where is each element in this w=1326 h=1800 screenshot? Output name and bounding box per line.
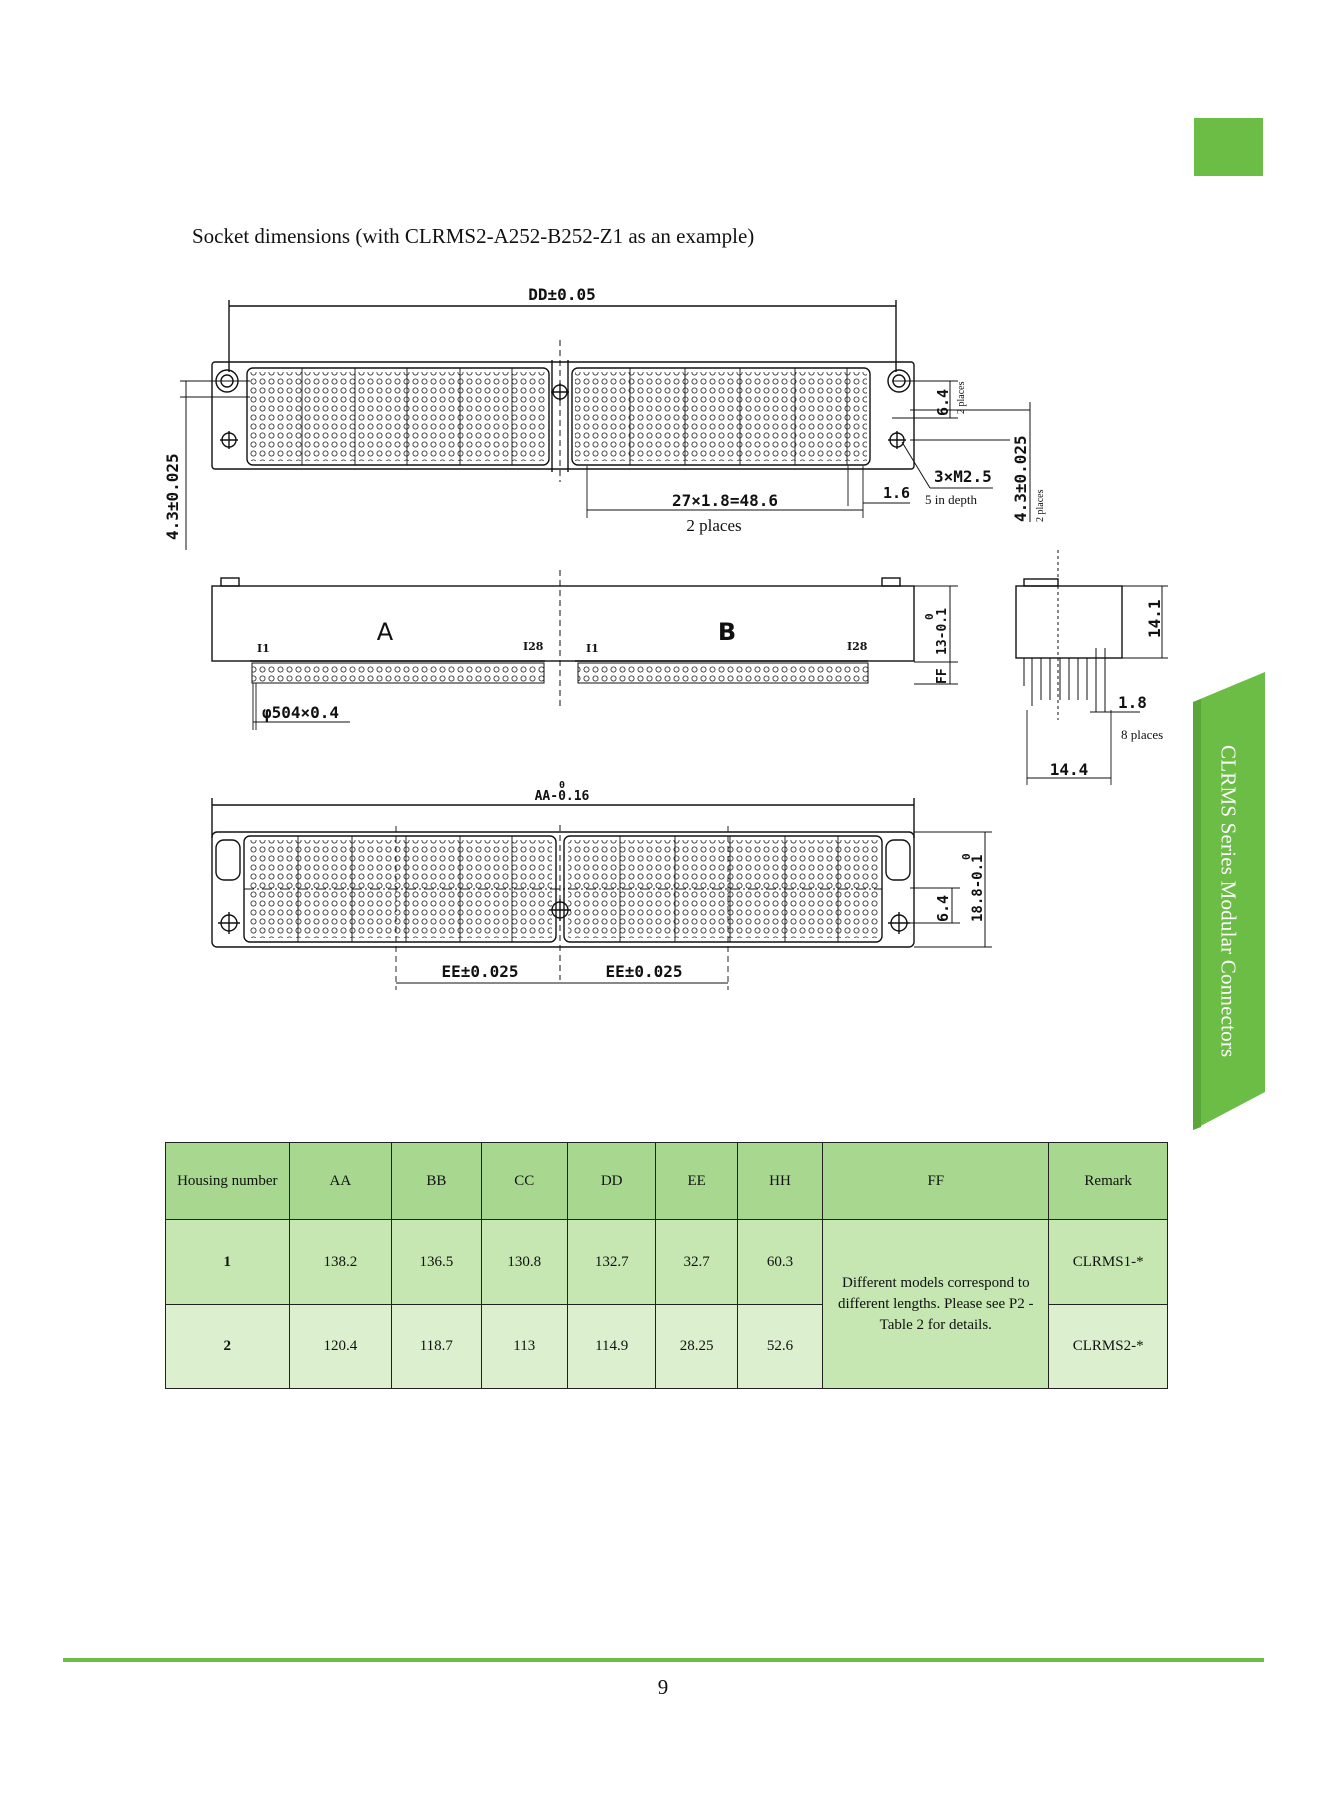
dim-6-4-bottom: 6.4 xyxy=(934,895,952,922)
pin-i28-a: I28 xyxy=(523,640,544,653)
cell-bb: 118.7 xyxy=(391,1304,482,1389)
dim-4-3-left: 4.3±0.025 xyxy=(163,453,182,540)
label-b: B xyxy=(718,618,736,646)
header-remark: Remark xyxy=(1048,1142,1168,1220)
corner-accent-block xyxy=(1194,118,1263,176)
side-tab: CLRMS Series Modular Connectors xyxy=(1190,672,1266,1130)
cell-housing-number: 2 xyxy=(165,1304,290,1389)
dim-dd: DD±0.05 xyxy=(528,285,595,304)
side-tab-text: CLRMS Series Modular Connectors xyxy=(1216,744,1241,1058)
dim-aa-sup: 0 xyxy=(559,780,565,791)
cell-ff-note: Different models correspond to different… xyxy=(822,1219,1050,1389)
header-dd: DD xyxy=(566,1142,657,1220)
cell-hh: 60.3 xyxy=(736,1219,824,1305)
header-housing-number: Housing number xyxy=(165,1142,290,1220)
bottom-view xyxy=(211,798,992,990)
end-view xyxy=(1015,550,1168,785)
pin-i1-a: I1 xyxy=(257,642,270,655)
dim-1-6: 1.6 xyxy=(883,484,910,502)
cell-dd: 132.7 xyxy=(566,1219,657,1305)
dim-18-8-sup: 0 xyxy=(960,853,973,860)
places-2-c: 2 places xyxy=(1035,489,1046,522)
cell-remark: CLRMS2-* xyxy=(1048,1304,1168,1389)
pin-i28-b: I28 xyxy=(847,640,868,653)
header-aa: AA xyxy=(288,1142,393,1220)
places-8: 8 places xyxy=(1121,727,1163,742)
cell-dd: 114.9 xyxy=(566,1304,657,1389)
dim-14-1: 14.1 xyxy=(1145,599,1164,638)
drawing-caption: Socket dimensions (with CLRMS2-A252-B252… xyxy=(192,224,755,248)
side-tab-background xyxy=(1193,672,1265,1130)
dim-phi: φ504×0.4 xyxy=(262,703,339,722)
header-ff: FF xyxy=(822,1142,1050,1220)
places-2-b: 2 places xyxy=(686,516,741,535)
dim-27x1-8: 27×1.8=48.6 xyxy=(672,491,778,510)
dim-13: 13-0.1 xyxy=(935,608,950,655)
top-view xyxy=(180,300,1031,550)
dim-4-3-right: 4.3±0.025 xyxy=(1011,435,1030,522)
places-2-a: 2 places xyxy=(956,381,967,414)
cell-ee: 28.25 xyxy=(655,1304,738,1389)
table-header-row: Housing number AA BB CC DD EE HH FF Rema… xyxy=(165,1142,1168,1220)
label-a: A xyxy=(377,618,394,646)
dim-13-sup: 0 xyxy=(923,613,936,620)
dim-ff: FF xyxy=(935,668,950,684)
dim-ee-left: EE±0.025 xyxy=(441,962,518,981)
dim-14-4: 14.4 xyxy=(1050,760,1089,779)
technical-drawing: DD±0.05 4.3±0.025 6.4 3×M2.5 1.6 27×1.8=… xyxy=(150,260,1180,1040)
dim-aa: AA-0.16 xyxy=(535,789,590,804)
header-hh: HH xyxy=(736,1142,824,1220)
side-view xyxy=(211,570,958,730)
cell-bb: 136.5 xyxy=(391,1219,482,1305)
cell-aa: 120.4 xyxy=(288,1304,393,1389)
cell-hh: 52.6 xyxy=(736,1304,824,1389)
cell-ee: 32.7 xyxy=(655,1219,738,1305)
cell-cc: 113 xyxy=(480,1304,568,1389)
footer-divider xyxy=(63,1658,1264,1662)
dimension-table: Housing number AA BB CC DD EE HH FF Rema… xyxy=(165,1142,1168,1389)
cell-remark: CLRMS1-* xyxy=(1048,1219,1168,1305)
table-row: 1 138.2 136.5 130.8 132.7 32.7 60.3 Diff… xyxy=(165,1219,1168,1389)
table-row: 2 120.4 118.7 113 114.9 28.25 52.6 CLRMS… xyxy=(165,1304,1168,1389)
drawing-svg: DD±0.05 4.3±0.025 6.4 3×M2.5 1.6 27×1.8=… xyxy=(163,285,1168,990)
dim-ee-right: EE±0.025 xyxy=(605,962,682,981)
cell-housing-number: 1 xyxy=(165,1219,290,1305)
header-cc: CC xyxy=(480,1142,568,1220)
depth-5: 5 in depth xyxy=(925,492,977,507)
pin-i1-b: I1 xyxy=(586,642,599,655)
cell-aa: 138.2 xyxy=(288,1219,393,1305)
header-ee: EE xyxy=(655,1142,738,1220)
header-bb: BB xyxy=(391,1142,482,1220)
dim-6-4-top: 6.4 xyxy=(934,389,952,416)
dim-3xm2-5: 3×M2.5 xyxy=(934,467,992,486)
dim-18-8: 18.8-0.1 xyxy=(970,855,986,922)
dim-1-8: 1.8 xyxy=(1118,693,1147,712)
cell-cc: 130.8 xyxy=(480,1219,568,1305)
page-number: 9 xyxy=(657,1675,669,1699)
